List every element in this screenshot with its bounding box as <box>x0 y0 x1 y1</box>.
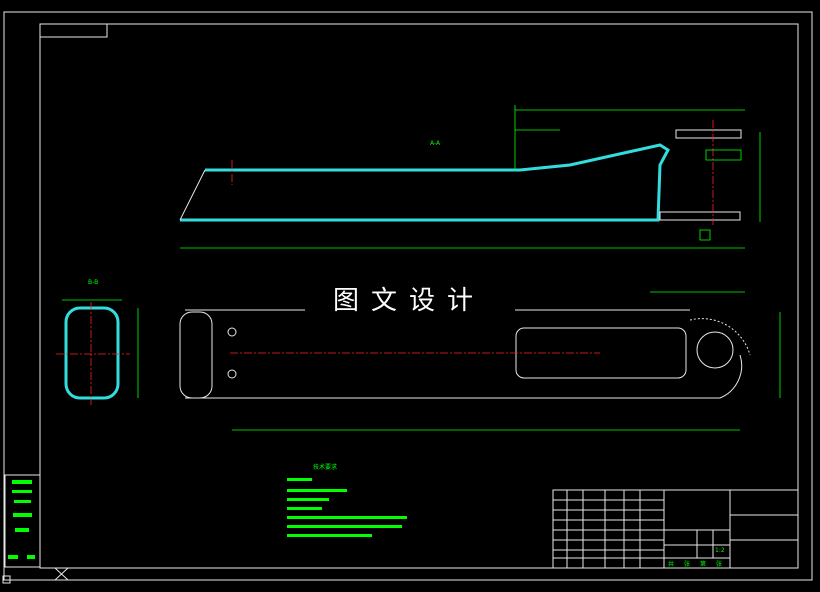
watermark: 图文设计 <box>333 286 485 316</box>
section-a-label: A-A <box>430 140 441 147</box>
corner-code-box <box>39 23 108 38</box>
sheet-total-label: 共 <box>668 560 674 568</box>
side-section-view: A-A <box>179 105 761 249</box>
outer-frame <box>3 11 813 581</box>
plan-view <box>179 291 781 431</box>
technical-notes: 技术要求 <box>287 463 407 537</box>
section-b-label: B-B <box>88 279 98 286</box>
margin-strip <box>2 474 69 584</box>
section-b-view: B-B <box>56 279 139 405</box>
inner-frame <box>39 23 799 569</box>
sheet-number-label: 第 <box>700 560 706 568</box>
sheet-unit-label-2: 张 <box>716 560 722 568</box>
notes-title: 技术要求 <box>313 463 337 471</box>
sheet-unit-label: 张 <box>684 560 690 568</box>
title-block: 1:2 共 张 第 张 <box>552 489 799 569</box>
scale-value: 1:2 <box>715 547 725 554</box>
